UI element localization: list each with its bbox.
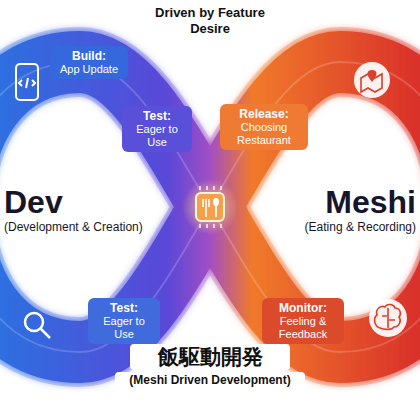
stage-description: Eager to Use <box>93 315 155 341</box>
stage-box: Test:Eager to Use <box>88 298 160 344</box>
magnifier-icon <box>25 313 50 338</box>
stage-box: Build:App Update <box>50 46 128 79</box>
stage-box: Monitor:Feeling & Feedback <box>262 298 344 344</box>
brain-icon <box>369 299 407 337</box>
stage-heading: Release: <box>225 107 303 121</box>
stage-description: (Eating & Recording) <box>262 220 416 235</box>
stage-heading: Dev <box>4 184 174 220</box>
stage-description: Eager to Use <box>127 123 187 149</box>
map-pin-icon <box>354 62 390 98</box>
stage-description: Choosing Restaurant <box>225 121 303 147</box>
loop-band <box>0 62 420 352</box>
loop-title: Meshi(Eating & Recording) <box>262 184 416 235</box>
stage-box: Test:Eager to Use <box>122 106 192 152</box>
loop-band-glow <box>0 62 420 352</box>
loop-title: Dev(Development & Creation) <box>4 184 174 235</box>
fork-spoon-chip-icon <box>182 179 238 235</box>
stage-description: App Update <box>55 63 123 76</box>
stage-description: Feeling & Feedback <box>267 315 339 341</box>
stage-box: Release:Choosing Restaurant <box>220 104 308 150</box>
stage-description: (Development & Creation) <box>4 220 174 235</box>
phone-icon <box>16 64 38 100</box>
stage-heading: Meshi <box>262 184 416 220</box>
diagram-caption: 飯駆動開発 <box>130 344 290 370</box>
subtitle-label: (Meshi Driven Development) <box>115 372 305 389</box>
stage-heading: Test: <box>127 109 187 123</box>
diagram-title: Driven by Feature Desire <box>140 4 280 38</box>
loop-highlight <box>0 62 420 352</box>
stage-heading: Test: <box>93 301 155 315</box>
stage-heading: Monitor: <box>267 301 339 315</box>
stage-heading: Build: <box>55 49 123 63</box>
